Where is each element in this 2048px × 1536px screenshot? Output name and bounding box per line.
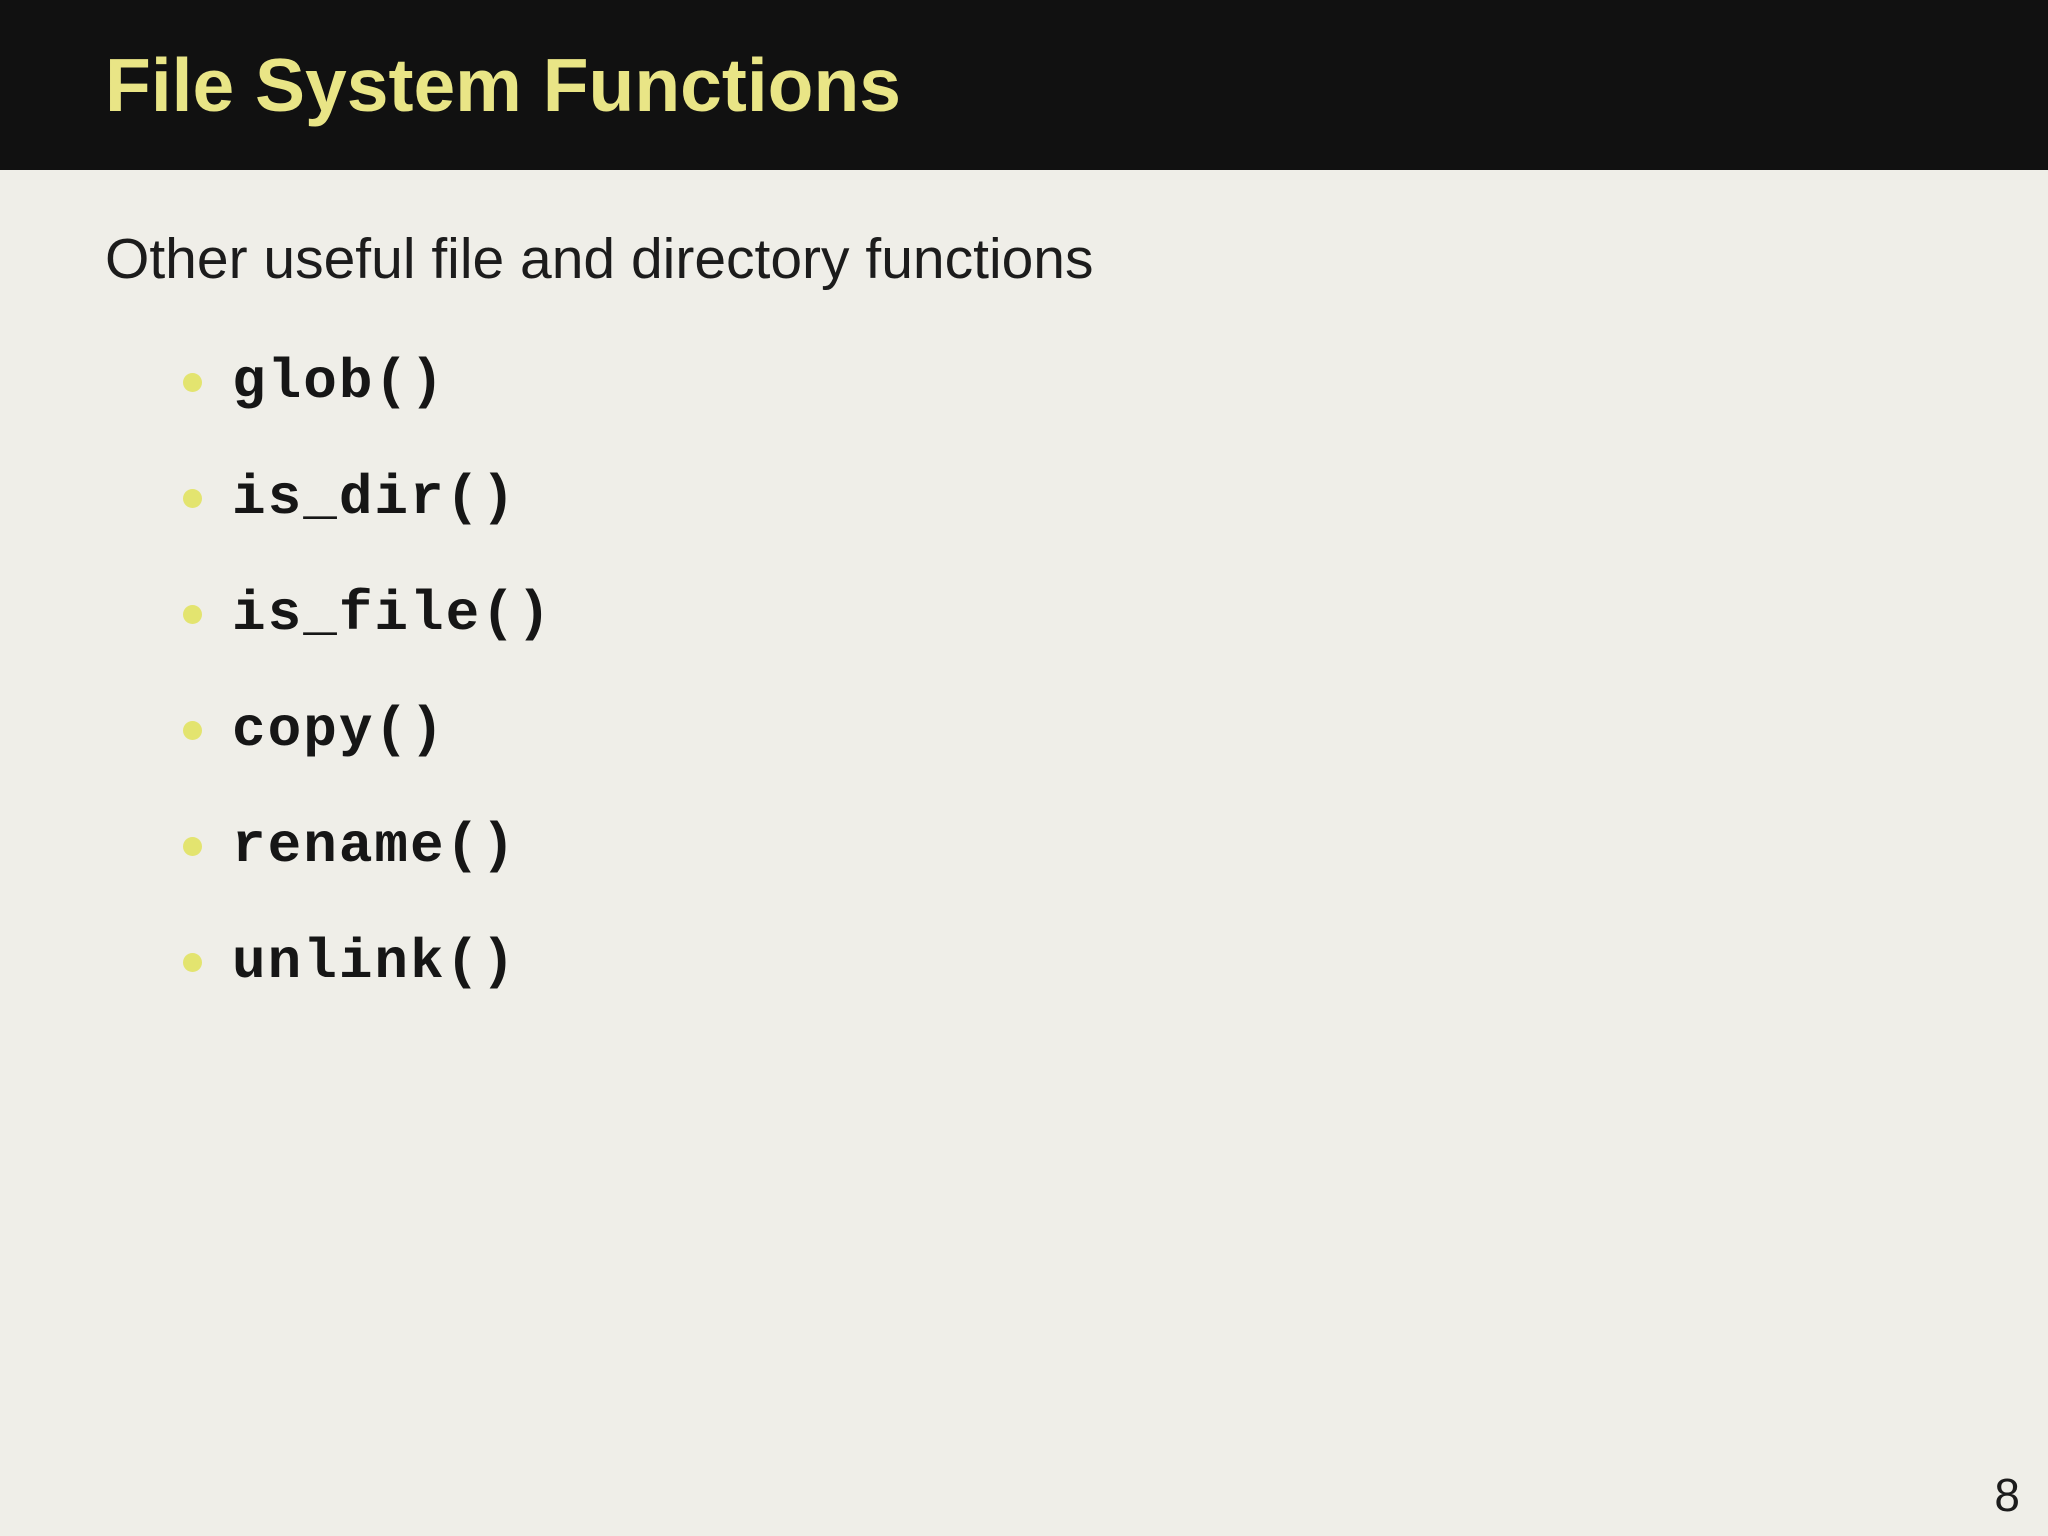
- list-item: is_dir(): [183, 466, 1943, 530]
- page-title: File System Functions: [105, 43, 901, 127]
- function-name: unlink(): [232, 930, 517, 995]
- bullet-icon: [183, 372, 202, 392]
- list-item: is_file(): [183, 582, 1943, 646]
- slide-header: File System Functions: [0, 0, 2048, 170]
- page-number: 8: [1994, 1469, 2020, 1521]
- function-name: rename(): [232, 814, 517, 879]
- function-list: glob() is_dir() is_file() copy() rename(…: [105, 350, 1943, 994]
- subtitle-text: Other useful file and directory function…: [105, 227, 1094, 291]
- function-name: copy(): [232, 698, 446, 763]
- slide-body: Other useful file and directory function…: [0, 170, 2048, 994]
- bullet-icon: [183, 952, 202, 972]
- bullet-icon: [183, 604, 202, 624]
- function-name: glob(): [232, 350, 446, 415]
- list-item: rename(): [183, 814, 1943, 878]
- list-item: unlink(): [183, 930, 1943, 994]
- bullet-icon: [183, 488, 202, 508]
- list-item: copy(): [183, 698, 1943, 762]
- list-item: glob(): [183, 350, 1943, 414]
- bullet-icon: [183, 720, 202, 740]
- function-name: is_file(): [232, 582, 553, 647]
- function-name: is_dir(): [232, 466, 517, 531]
- bullet-icon: [183, 836, 202, 856]
